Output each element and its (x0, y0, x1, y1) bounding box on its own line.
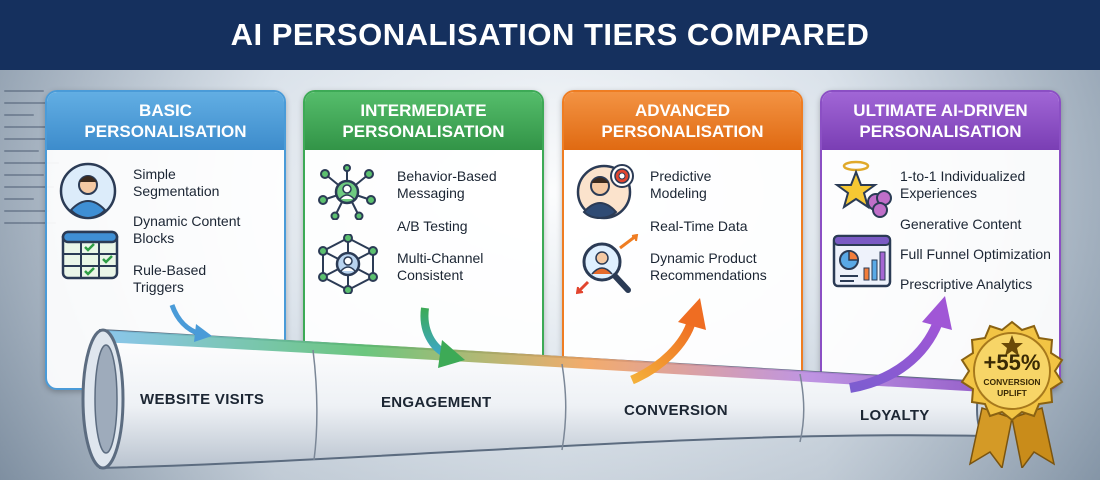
badge-label-line1: CONVERSION (983, 377, 1041, 387)
funnel-stage-conversion: CONVERSION (624, 402, 728, 419)
tier-title-line1: ULTIMATE AI-DRIVEN (853, 101, 1028, 120)
star-brain-icon (833, 160, 892, 218)
user-avatar-icon (59, 162, 117, 220)
grid-checklist-icon (61, 230, 119, 280)
funnel-stage-engagement: ENGAGEMENT (381, 394, 492, 411)
dashboard-charts-icon (832, 234, 892, 288)
purple-arrow-icon (849, 296, 952, 393)
magnifier-user-icon (576, 234, 639, 295)
feature-text: Full Funnel Optimization (900, 246, 1051, 262)
badge-value: +55% (983, 350, 1041, 375)
orange-arrow-icon (630, 298, 706, 385)
code-background-decoration (4, 80, 64, 380)
tier-title-line1: INTERMEDIATE (360, 101, 487, 120)
network-user-icon (318, 164, 376, 220)
blue-arrow-icon (169, 304, 212, 342)
funnel-stage-loyalty: LOYALTY (860, 407, 930, 424)
feature-text: Real-Time Data (650, 218, 748, 234)
tier-card-intermediate: INTERMEDIATE PERSONALISATION Behavior-Ba… (303, 90, 544, 390)
tier-header: INTERMEDIATE PERSONALISATION (305, 92, 542, 150)
user-target-icon (576, 164, 634, 220)
tier-header: BASIC PERSONALISATION (47, 92, 284, 150)
feature-text: Prescriptive Analytics (900, 276, 1033, 292)
title-bar: AI PERSONALISATION TIERS COMPARED (0, 0, 1100, 70)
network-hub-icon (318, 234, 378, 294)
tier-title-line2: PERSONALISATION (342, 122, 505, 141)
tier-title-line2: PERSONALISATION (84, 122, 247, 141)
tier-title-line1: BASIC (139, 101, 192, 120)
green-arrow-icon (420, 307, 465, 368)
tier-title-line2: PERSONALISATION (859, 122, 1022, 141)
tier-header: ADVANCED PERSONALISATION (564, 92, 801, 150)
award-badge-icon (960, 320, 1064, 468)
page-title: AI PERSONALISATION TIERS COMPARED (230, 17, 870, 52)
tier-title-line2: PERSONALISATION (601, 122, 764, 141)
funnel-stage-website-visits: WEBSITE VISITS (140, 391, 265, 408)
feature-text: Generative Content (900, 216, 1022, 232)
feature-text: A/B Testing (397, 218, 468, 234)
badge-label-line2: UPLIFT (997, 388, 1027, 398)
tier-title-line1: ADVANCED (634, 101, 731, 120)
tier-card-ultimate: ULTIMATE AI-DRIVEN PERSONALISATION 1-to-… (820, 90, 1061, 390)
tier-header: ULTIMATE AI-DRIVEN PERSONALISATION (822, 92, 1059, 150)
